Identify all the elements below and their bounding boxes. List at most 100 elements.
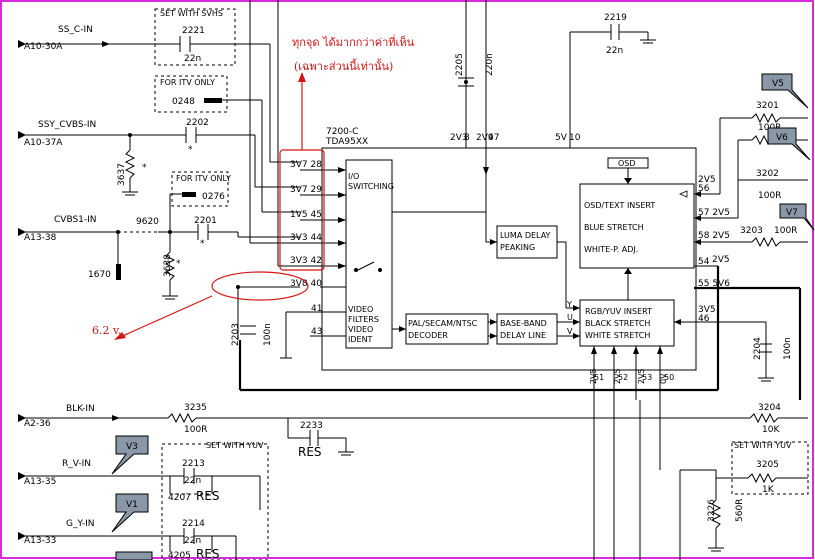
- io-switching-line2: SWITCHING: [348, 182, 394, 191]
- connector-a13-33: A13-33: [24, 536, 56, 546]
- tag-v7: [779, 203, 815, 231]
- pin-50-label: 50: [664, 373, 674, 382]
- for-itv-only-label-2: FOR ITV ONLY: [176, 174, 231, 183]
- baseband-line2: DELAY LINE: [500, 331, 546, 340]
- res-4207-ref: 4207: [168, 493, 191, 503]
- pin-28-label: 3V7 28: [290, 160, 322, 170]
- annotation-thai-line2: (เฉพาะส่วนนี้เท่านั้น): [294, 58, 393, 73]
- cap-2202-ref: 2202: [186, 118, 209, 128]
- res-3201-ref: 3201: [756, 101, 779, 111]
- pin-54-voltage: 2V5: [712, 255, 730, 265]
- cap-2203-ref: 2203: [231, 323, 241, 346]
- osd-insert-line1: OSD/TEXT INSERT: [584, 201, 655, 210]
- connector-a13-38: A13-38: [24, 233, 57, 243]
- res-0276-ref: 0276: [202, 192, 225, 202]
- cap-2213-ref: 2213: [182, 459, 205, 469]
- for-itv-only-label-1: FOR ITV ONLY: [160, 78, 215, 87]
- pin-42-label: 3V3 42: [290, 256, 322, 266]
- pin-top-5v: 5V: [555, 133, 568, 143]
- tag-v3-label: V3: [126, 442, 138, 452]
- pal-decoder-line2: DECODER: [408, 331, 448, 340]
- connector-a10-30a: A10-30A: [24, 42, 63, 52]
- connector-a10-37a: A10-37A: [24, 138, 63, 148]
- osd-insert-line3: WHITE-P. ADJ.: [584, 245, 638, 254]
- res-3203-value: 100R: [774, 226, 797, 236]
- connector-a13-35: A13-35: [24, 477, 56, 487]
- rgb-insert-line1: RGB/YUV INSERT: [585, 307, 652, 316]
- signal-cvbs1-in: CVBS1-IN: [54, 215, 97, 225]
- signal-ssy-cvbs-in: SSY_CVBS-IN: [38, 120, 96, 130]
- set-with-yuv-box-1: [161, 443, 269, 560]
- res-3638-ref: 3638: [163, 254, 173, 277]
- annotation-thai-line1: ทุกจุด ได้มากกว่าค่าที่เห็น: [292, 34, 415, 49]
- res-0248-ref: 0248: [172, 97, 195, 107]
- for-itv-only-box-2: [171, 171, 229, 207]
- pin-41-label: 41: [311, 304, 322, 314]
- cap-2221-ref: 2221: [182, 26, 205, 36]
- baseband-delay-line: [496, 313, 558, 345]
- y-signal-letter: Y: [566, 300, 572, 309]
- tag-v1: [111, 493, 149, 533]
- res-4205-res: RES: [196, 547, 220, 560]
- pin-top-2v9: 2V9: [476, 133, 494, 143]
- tag-v5: [761, 73, 809, 109]
- pin-b-0v: 0V: [659, 373, 668, 384]
- set-with-yuv-label-1: SET WITH YUV: [206, 441, 264, 450]
- pal-decoder-line1: PAL/SECAM/NTSC: [408, 319, 478, 328]
- for-itv-only-box-1: [154, 75, 228, 113]
- video-filters-line2: FILTERS: [348, 315, 379, 324]
- pin-46-label: 46: [698, 314, 710, 324]
- video-filters-line1: VIDEO: [348, 305, 373, 314]
- res-3204-ref: 3204: [758, 403, 781, 413]
- cap-2221-value: 22n: [184, 54, 201, 64]
- baseband-line1: BASE-BAND: [500, 319, 547, 328]
- video-filters-line4: IDENT: [348, 335, 373, 344]
- ic-ref: 7200-C: [326, 127, 358, 137]
- cap-2219-ref: 2219: [604, 13, 627, 23]
- cap-2219-value: 22n: [606, 46, 623, 56]
- signal-g-y-in: G_Y-IN: [66, 519, 95, 529]
- cap-2204-ref: 2204: [753, 337, 763, 360]
- res-4207-res: RES: [196, 489, 220, 503]
- pin-53-label: 53: [642, 373, 652, 382]
- res-3637-ref: 3637: [117, 163, 127, 186]
- tag-v3: [111, 435, 149, 475]
- connector-a2-36: A2-36: [24, 419, 51, 429]
- pin-29-label: 3V7 29: [290, 185, 322, 195]
- pin-b-2v5-b: 2V5: [613, 368, 622, 384]
- pin-top-10: 10: [569, 133, 581, 143]
- rgb-insert-line3: WHITE STRETCH: [585, 331, 650, 340]
- cap-2214-ref: 2214: [182, 519, 205, 529]
- res-3205-value: 1K: [762, 485, 775, 495]
- res-1670-ref: 1670: [88, 270, 111, 280]
- u-signal-letter: U: [567, 313, 573, 322]
- res-3637-star: *: [142, 163, 147, 173]
- annotation-pin40-ellipse: [211, 271, 309, 301]
- osd-text-insert-block: [579, 183, 695, 269]
- signal-ss-c-in: SS_C-IN: [58, 25, 93, 35]
- io-switching-block: [345, 159, 393, 349]
- pin-43-label: 43: [311, 327, 322, 337]
- pin-51-label: 51: [594, 373, 604, 382]
- cap-2201-star: *: [200, 239, 205, 249]
- set-with-svhs-label: SET WITH SVHS: [160, 9, 223, 18]
- ic-part: TDA95XX: [325, 137, 368, 147]
- tag-v7-label: V7: [786, 208, 798, 218]
- pin-top-47: 47: [488, 133, 499, 143]
- pin-56-voltage: 2V5: [698, 175, 716, 185]
- res-3638-star: *: [176, 259, 181, 269]
- pin-52-label: 52: [618, 373, 628, 382]
- res-3226-ref: 3226: [707, 499, 717, 522]
- pin-58-label: 58 2V5: [698, 231, 730, 241]
- luma-delay-line1: LUMA DELAY: [500, 231, 551, 240]
- pin-top-8: 8: [464, 133, 470, 143]
- cap-2201-ref: 2201: [194, 216, 217, 226]
- pin-55-label: 55 5V6: [698, 279, 730, 289]
- tag-v6: [767, 127, 811, 161]
- cap-2214-value: 22n: [184, 536, 201, 546]
- signal-blk-in: BLK-IN: [66, 404, 95, 414]
- tag-v6-label: V6: [776, 133, 788, 143]
- res-3235-ref: 3235: [184, 403, 207, 413]
